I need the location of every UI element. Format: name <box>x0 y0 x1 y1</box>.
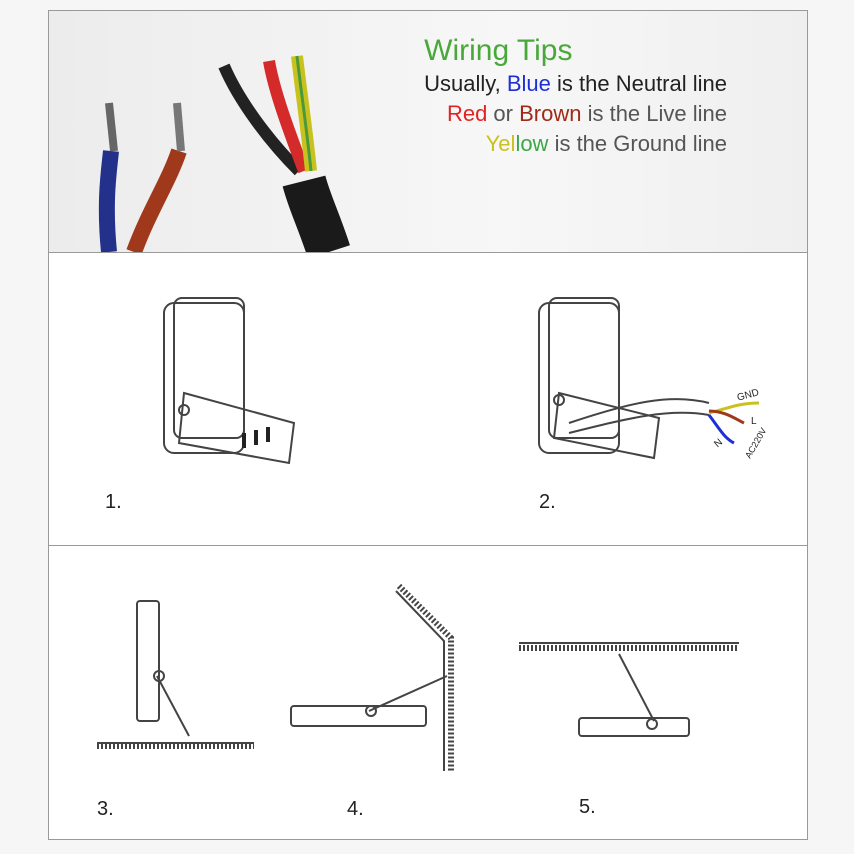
tip-text: is the Live line <box>581 101 727 126</box>
step-1-label: 1. <box>105 491 122 513</box>
tip-text: Usually, <box>424 71 507 96</box>
ground-mount-icon <box>97 600 254 749</box>
steps-3-5-panel: 3. 4. 5. <box>49 546 807 839</box>
tip-text: is the Ground line <box>548 131 727 156</box>
wiring-tips-title: Wiring Tips <box>424 34 573 67</box>
tip-text: is the Neutral line <box>550 71 727 96</box>
ceiling-mount-icon <box>519 642 739 737</box>
floodlight-wiring-icon <box>538 297 760 460</box>
yellow-word-part: low <box>515 131 549 156</box>
steps-1-2-panel: GND L N AC220V 1. 2. <box>49 253 807 546</box>
brown-word: Brown <box>519 101 582 126</box>
floodlight-screws-icon <box>163 297 296 465</box>
mounting-illustrations <box>97 583 739 771</box>
instruction-sheet: Wiring Tips Usually, Blue is the Neutral… <box>48 10 808 840</box>
neutral-line-tip: Usually, Blue is the Neutral line <box>424 69 727 99</box>
wires-photo <box>98 55 350 252</box>
blue-word: Blue <box>506 71 551 96</box>
step-3-label: 3. <box>97 798 114 820</box>
wiring-tips-panel: Wiring Tips Usually, Blue is the Neutral… <box>49 11 807 253</box>
step-5-label: 5. <box>579 796 596 818</box>
live-label: L <box>751 416 757 427</box>
step-4-label: 4. <box>347 798 364 820</box>
wiring-tips: Wiring Tips Usually, Blue is the Neutral… <box>424 33 727 159</box>
wall-mount-icon <box>290 583 454 771</box>
live-line-tip: Red or Brown is the Live line <box>424 99 727 129</box>
yellow-word-part: Yel <box>485 131 516 156</box>
tip-text: or <box>487 101 520 126</box>
step-2-label: 2. <box>539 491 556 513</box>
floodlight-illustrations <box>163 297 760 465</box>
red-word: Red <box>446 101 488 126</box>
ground-line-tip: Yellow is the Ground line <box>424 129 727 159</box>
